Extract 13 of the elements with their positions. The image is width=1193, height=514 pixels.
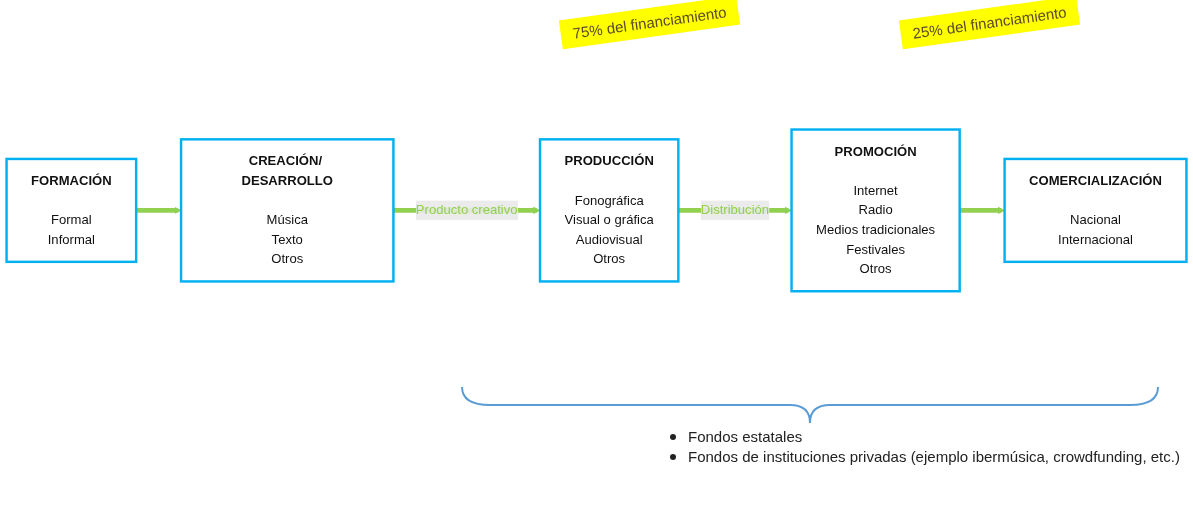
sticky-note: 75% del financiamiento [558,0,741,50]
arrow [136,206,182,214]
arrow [959,206,1005,214]
edge-label: Producto creativo [415,202,518,217]
bullet-text: Fondos estatales [688,428,803,445]
node-box: PROMOCIÓN Internet Radio Medios tradicionales Festivales Otros [790,127,961,293]
node-box: PRODUCCIÓN Fonográfica Visual o gráfica Audiovisual Otros [538,137,680,283]
node-box: FORMACIÓN Formal Informal [5,157,138,263]
sticky-note: 25% del financiamiento [898,0,1081,50]
edge-label: Distribución [700,202,770,217]
node-box: CREACIÓN/ DESARROLLO Música Texto Otros [179,137,395,283]
bullet-text: Fondos de instituciones privadas (ejemplo ibermúsica, crowdfunding, etc.) [688,448,1180,465]
node-box: COMERCIALIZACIÓN Nacional Internacional [1003,157,1188,263]
